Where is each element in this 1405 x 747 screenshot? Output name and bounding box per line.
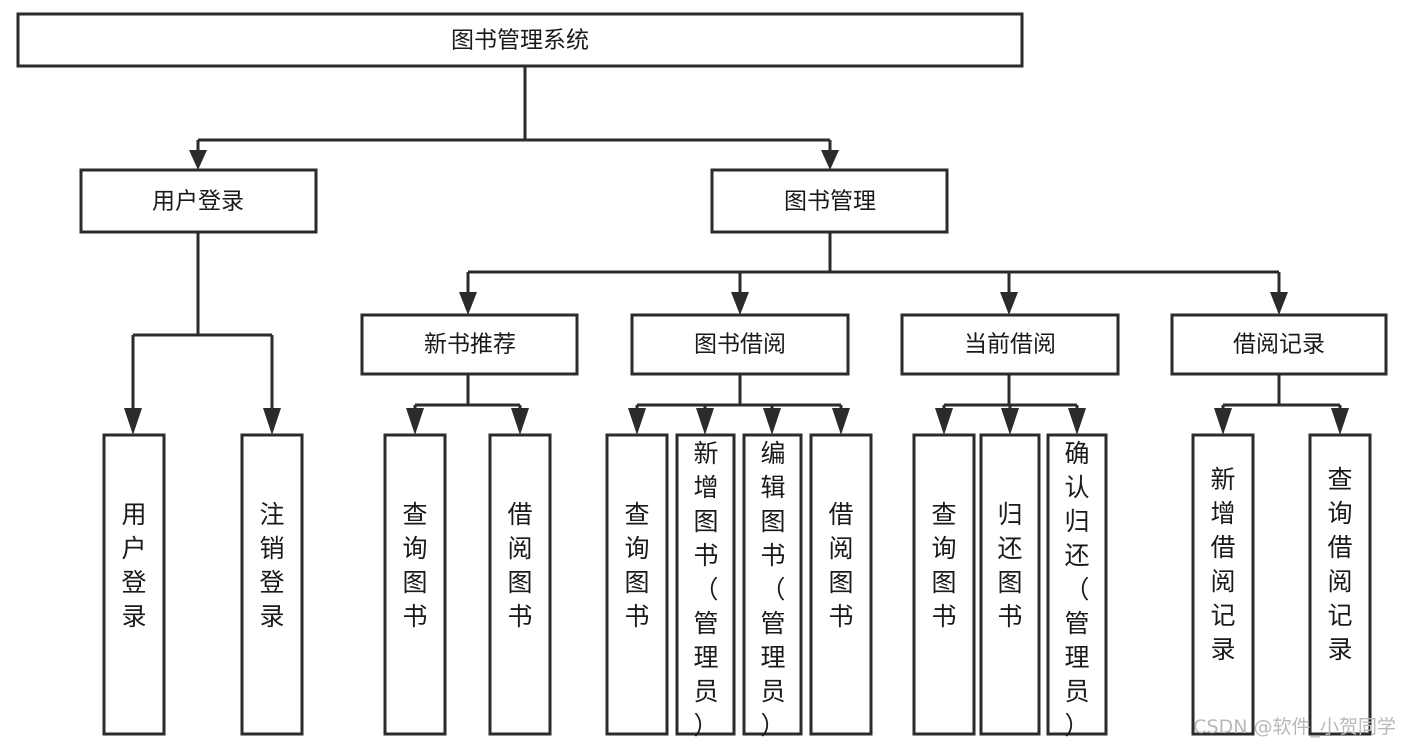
leaf-add-record-label: 新增借阅记录 [1210,465,1235,664]
csdn-watermark: CSDN @软件_小贺同学 [1193,716,1396,738]
node-root-box[interactable] [16,12,1024,68]
node-book-borrow[interactable]: 图书借阅 [630,313,850,376]
node-current-borrow[interactable]: 当前借阅 [900,313,1120,376]
arrow-head-leaf-add-record [1214,408,1232,435]
leaf-add-book-label: 新增图书（管理员） [693,439,718,740]
leaf-add-record-box[interactable] [1191,433,1255,736]
arrow-head-leaf-add-book [696,408,714,435]
leaf-query-book-recommend-box[interactable] [383,433,447,736]
leaf-edit-book-label: 编辑图书（管理员） [760,439,785,740]
connector-group-book-manage [459,232,1288,315]
connector-group-new-book-leaves [406,374,529,435]
leaf-node[interactable]: 查询图书 [605,433,669,736]
leaf-node[interactable]: 借阅图书 [809,433,873,736]
leaf-node[interactable]: 新增图书（管理员） [675,433,736,740]
node-book-borrow-label: 图书借阅 [694,332,786,358]
node-root[interactable]: 图书管理系统 [16,12,1024,68]
leaf-query-record-label: 查询借阅记录 [1327,465,1352,664]
arrow-head-current-borrow [1000,292,1018,315]
leaf-query-book-borrow-box[interactable] [605,433,669,736]
arrow-head-leaf-confirm-return [1068,408,1086,435]
leaf-add-book-box[interactable] [675,433,736,736]
leaf-query-book-current-label: 查询图书 [931,500,956,631]
leaf-user-login-label: 用户登录 [121,500,146,631]
node-book-borrow-box[interactable] [630,313,850,376]
node-user-login-box[interactable] [79,168,318,234]
leaf-return-book-box[interactable] [979,433,1041,736]
arrow-head-leaf-query-book-3 [935,408,953,435]
leaf-node[interactable]: 用户登录 [102,433,166,736]
leaf-borrow-book-recommend-box[interactable] [488,433,552,736]
arrow-head-leaf-borrow-book-1 [511,408,529,435]
arrow-head-leaf-query-record [1331,408,1349,435]
node-user-login[interactable]: 用户登录 [79,168,318,234]
leaf-query-record-box[interactable] [1308,433,1372,736]
leaf-node[interactable]: 新增借阅记录 [1191,433,1255,736]
leaf-borrow-book-box[interactable] [809,433,873,736]
node-borrow-record-box[interactable] [1170,313,1388,376]
leaf-confirm-return-box[interactable] [1046,433,1108,736]
arrow-head-book-manage [821,150,839,170]
leaf-edit-book-box[interactable] [742,433,803,736]
leaf-borrow-book-label: 借阅图书 [828,500,853,631]
leaf-node[interactable]: 确认归还（管理员） [1046,433,1108,740]
arrow-head-user-login [189,150,207,170]
arrow-head-leaf-user-login [124,408,142,435]
arrow-head-borrow-record [1270,292,1288,315]
leaf-confirm-return-label: 确认归还（管理员） [1064,439,1089,740]
node-current-borrow-box[interactable] [900,313,1120,376]
leaf-node[interactable]: 注销登录 [240,433,304,736]
leaf-node[interactable]: 借阅图书 [488,433,552,736]
node-root-label: 图书管理系统 [451,28,589,54]
node-new-book-recommend-box[interactable] [360,313,579,376]
leaf-node[interactable]: 编辑图书（管理员） [742,433,803,740]
arrow-head-leaf-edit-book [763,408,781,435]
leaf-query-book-recommend-label: 查询图书 [402,500,427,631]
node-current-borrow-label: 当前借阅 [964,332,1056,358]
node-book-manage-box[interactable] [710,168,949,234]
leaf-return-book-label: 归还图书 [997,500,1022,631]
leaf-borrow-book-recommend-label: 借阅图书 [507,500,532,631]
arrow-head-leaf-query-book-2 [628,408,646,435]
arrow-head-new-book [459,292,477,315]
arrow-head-book-borrow [731,292,749,315]
connector-group-borrow-record-leaves [1214,374,1349,435]
leaf-node[interactable]: 查询图书 [912,433,976,736]
leaf-node[interactable]: 归还图书 [979,433,1041,736]
arrow-head-leaf-query-book-1 [406,408,424,435]
node-book-manage-label: 图书管理 [784,189,876,215]
connector-group-root [189,66,839,170]
arrow-head-leaf-borrow-book-2 [832,408,850,435]
arrow-head-leaf-logout [263,408,281,435]
node-new-book-recommend-label: 新书推荐 [424,332,516,358]
leaf-logout-label: 注销登录 [259,500,284,631]
leaf-query-book-current-box[interactable] [912,433,976,736]
connector-group-book-borrow-leaves [628,374,850,435]
node-borrow-record-label: 借阅记录 [1233,332,1325,358]
leaf-query-book-borrow-label: 查询图书 [624,500,649,631]
node-new-book-recommend[interactable]: 新书推荐 [360,313,579,376]
node-borrow-record[interactable]: 借阅记录 [1170,313,1388,376]
arrow-head-leaf-return-book [1001,408,1019,435]
leaf-node[interactable]: 查询图书 [383,433,447,736]
node-book-manage[interactable]: 图书管理 [710,168,949,234]
connector-group-user-login-leaves [124,232,281,435]
leaf-node[interactable]: 查询借阅记录 [1308,433,1372,736]
connector-group-current-borrow-leaves [935,374,1086,435]
leaf-logout-box[interactable] [240,433,304,736]
node-user-login-label: 用户登录 [152,189,244,215]
leaf-user-login-box[interactable] [102,433,166,736]
